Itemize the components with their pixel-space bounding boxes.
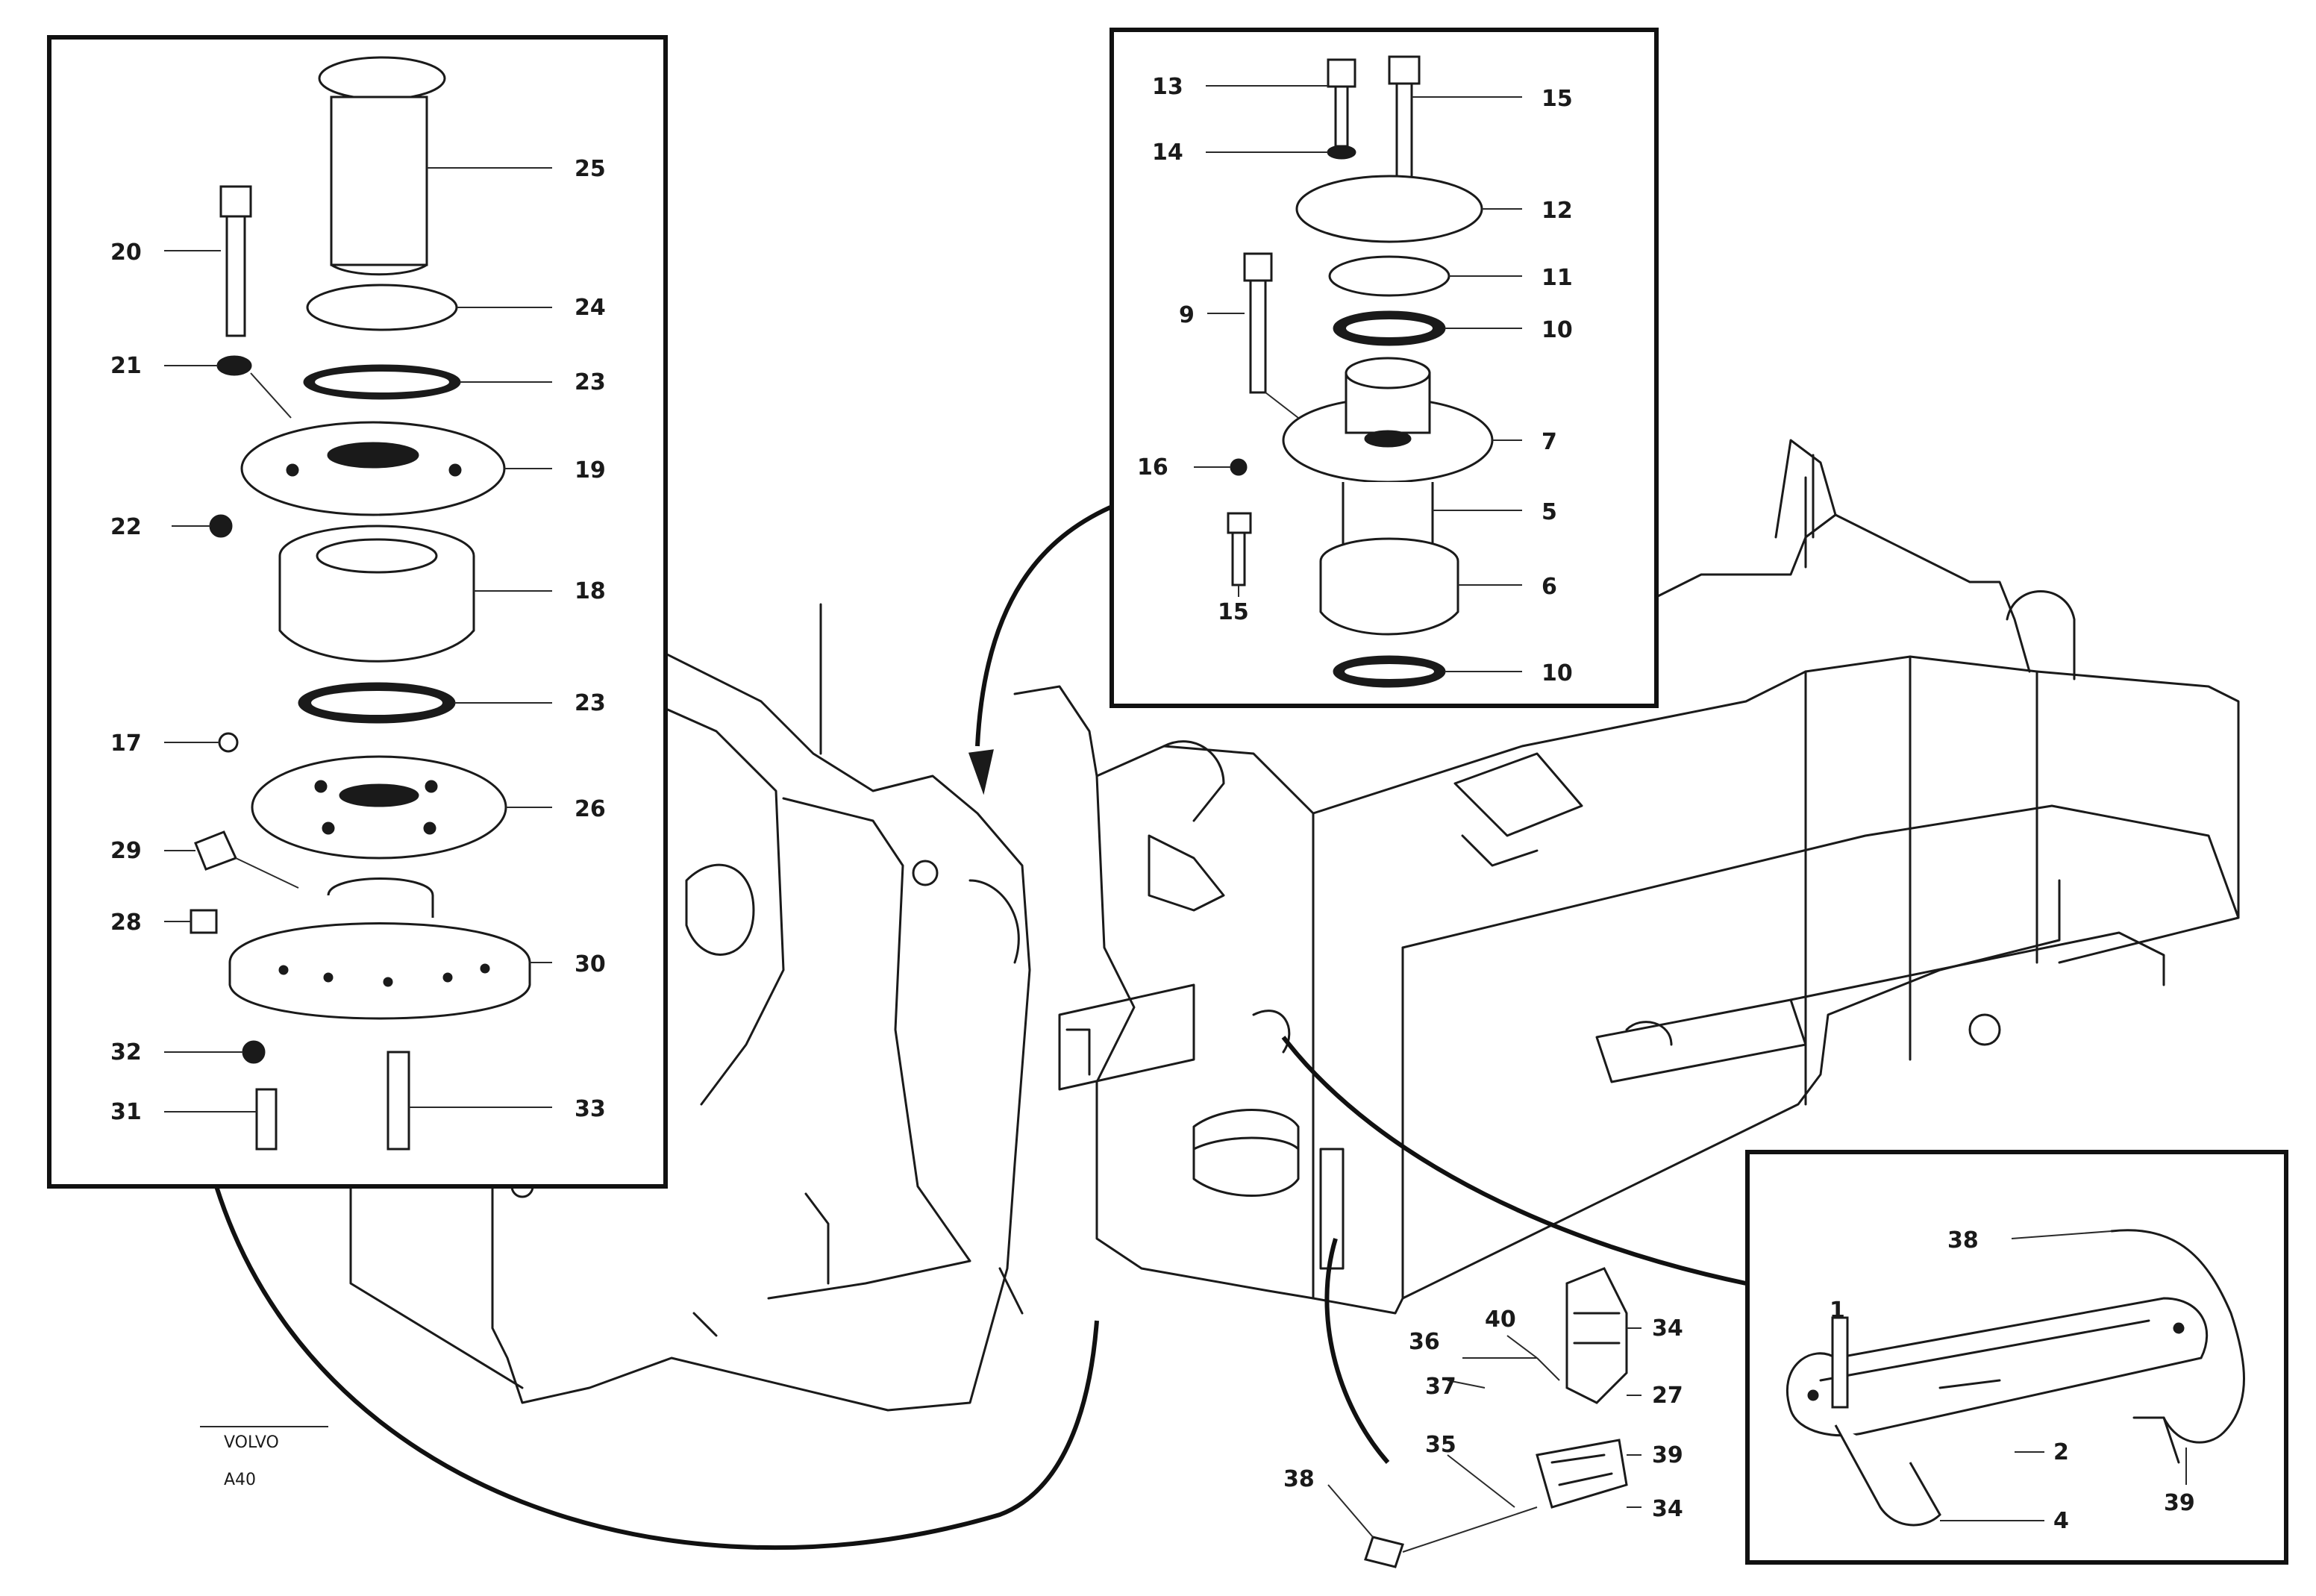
small-pin-part [1364, 1536, 1404, 1568]
top-inset-label-13: 13 [1152, 74, 1183, 100]
left-inset-label-31: 31 [110, 1099, 142, 1125]
bolt-9 [1243, 252, 1273, 394]
right-inset-label-39: 39 [2164, 1490, 2195, 1516]
left-inset-label-30: 30 [575, 951, 606, 977]
lower-label-34a: 34 [1652, 1315, 1683, 1342]
link-arm-2 [1785, 1297, 2209, 1437]
lower-label-39: 39 [1652, 1442, 1683, 1468]
pin-1 [1831, 1316, 1849, 1409]
left-inset-label-18: 18 [575, 578, 606, 604]
lower-label-37: 37 [1425, 1374, 1456, 1400]
top-inset-label-12: 12 [1542, 198, 1573, 224]
bearing-6 [1319, 537, 1459, 636]
hub-30 [228, 877, 531, 1020]
drawing-code-line1: VOLVO [224, 1433, 279, 1452]
bolt-33 [386, 1051, 410, 1151]
bushing-part [1565, 1267, 1628, 1404]
top-arrowhead [968, 749, 994, 795]
pin-flange-7 [1282, 357, 1494, 484]
top-inset-label-15-lower: 15 [1218, 599, 1249, 625]
bracket-part [1536, 1439, 1628, 1509]
top-inset-label-15: 15 [1542, 86, 1573, 112]
left-inset-pointer-arc [214, 1186, 1099, 1550]
left-inset-label-29: 29 [110, 838, 142, 864]
right-inset-label-38: 38 [1947, 1227, 1979, 1254]
lower-label-35: 35 [1425, 1432, 1456, 1458]
spring-38 [2110, 1229, 2245, 1444]
shim-11 [1328, 255, 1450, 297]
washer-24 [306, 284, 458, 331]
main-frame-drawing [349, 439, 2240, 1412]
left-inset-label-20: 20 [110, 240, 142, 266]
bolt-31 [255, 1088, 278, 1151]
left-inset-label-23b: 23 [575, 690, 606, 716]
right-inset-label-2: 2 [2053, 1439, 2069, 1465]
top-inset-label-14: 14 [1152, 140, 1183, 166]
right-inset-label-1: 1 [1830, 1298, 1845, 1324]
lower-label-38: 38 [1283, 1466, 1315, 1492]
pin-4 [1834, 1424, 1941, 1527]
plug-17 [218, 732, 239, 753]
lower-label-40: 40 [1485, 1306, 1516, 1333]
cap-12 [1295, 175, 1483, 243]
top-inset-label-7: 7 [1542, 429, 1557, 455]
left-inset-label-21: 21 [110, 353, 142, 379]
left-inset-label-17: 17 [110, 730, 142, 757]
left-inset-label-28: 28 [110, 910, 142, 936]
left-inset-label-19: 19 [575, 457, 606, 484]
pointer-arcs [214, 505, 1747, 1550]
drawing-code-line2: A40 [224, 1471, 256, 1489]
left-inset-label-24: 24 [575, 295, 606, 321]
drawing-code-stamp: VOLVO A40 [200, 1426, 328, 1489]
left-inset-label-22: 22 [110, 514, 142, 540]
top-inset-label-16: 16 [1137, 454, 1168, 481]
lower-parts-group: 36 40 37 35 38 34 27 39 34 [1283, 1267, 1683, 1568]
flange-26 [251, 755, 507, 860]
flange-19 [240, 421, 506, 516]
top-inset-label-11: 11 [1542, 265, 1573, 291]
fitting-28 [190, 909, 218, 934]
washer-14 [1327, 145, 1356, 160]
left-inset-label-23a: 23 [575, 369, 606, 395]
top-inset-label-10b: 10 [1542, 660, 1573, 686]
top-inset-label-9: 9 [1179, 302, 1195, 328]
left-inset-label-26: 26 [575, 796, 606, 822]
nut-22 [209, 514, 233, 538]
nut-32 [242, 1040, 266, 1064]
nut-16 [1230, 458, 1248, 476]
right-inset-pointer-arc [1281, 1036, 1747, 1286]
top-inset-label-5: 5 [1542, 499, 1557, 525]
top-inset-pointer-arc [975, 505, 1112, 747]
lower-label-34b: 34 [1652, 1496, 1683, 1522]
nut-21 [216, 355, 252, 376]
right-inset-panel: 1 38 2 4 39 [1745, 1150, 2288, 1565]
top-inset-label-10: 10 [1542, 317, 1573, 343]
left-inset-panel: 25 24 23 19 18 23 26 30 33 20 21 22 17 2… [47, 35, 668, 1189]
left-inset-label-25: 25 [575, 156, 606, 182]
top-inset-panel: 13 14 9 16 15 15 12 11 10 7 5 6 10 [1110, 28, 1659, 708]
lower-link-pointer-arc [1324, 1238, 1390, 1464]
right-inset-label-4: 4 [2053, 1508, 2069, 1534]
left-inset-label-32: 32 [110, 1039, 142, 1065]
bearing-18 [278, 525, 475, 663]
left-inset-label-33: 33 [575, 1096, 606, 1122]
lower-label-27: 27 [1652, 1383, 1683, 1409]
top-inset-label-6: 6 [1542, 574, 1557, 600]
lower-label-36: 36 [1409, 1329, 1440, 1355]
pin-25 [318, 56, 446, 276]
bolt-20 [219, 185, 252, 337]
